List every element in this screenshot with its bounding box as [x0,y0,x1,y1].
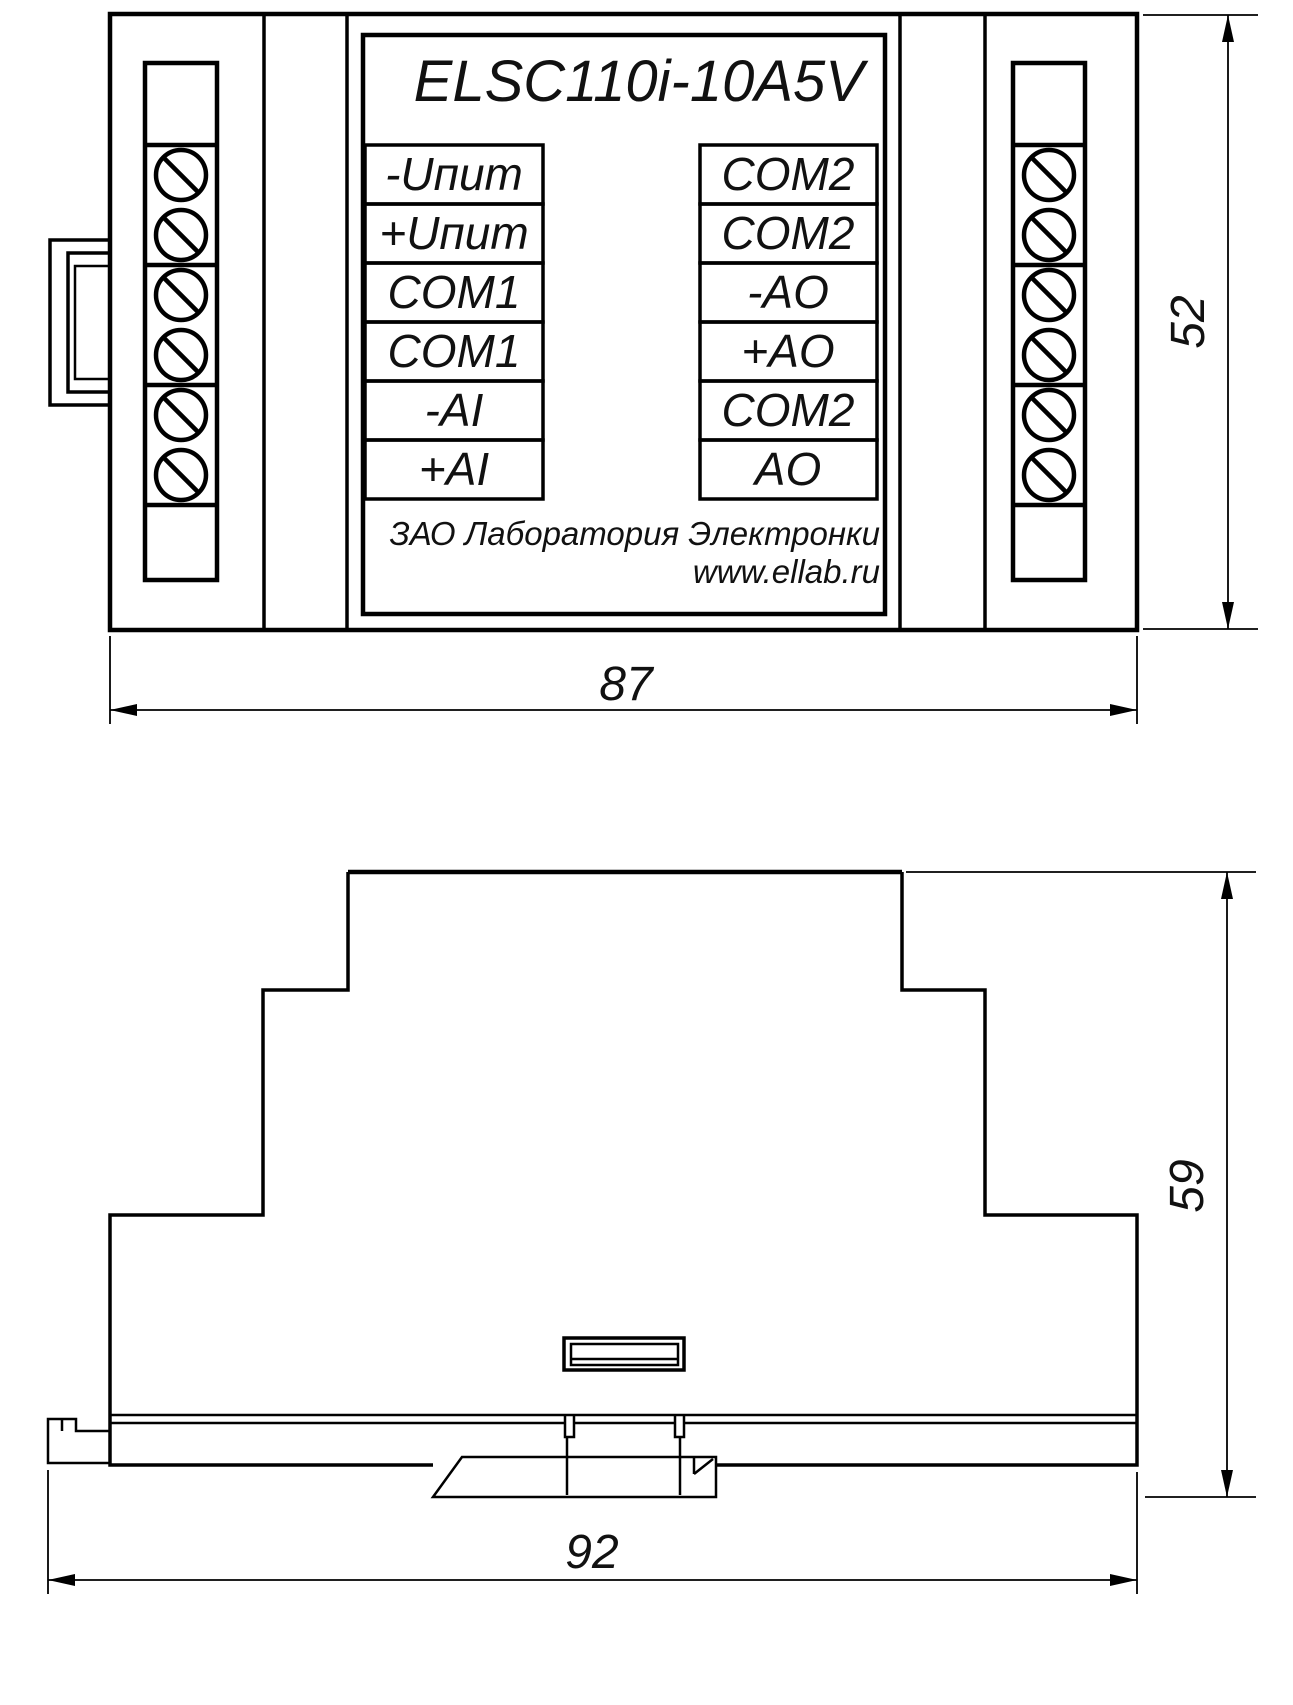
dimension-height-52: 52 [1143,14,1258,630]
terminal-label: -Uпит [385,148,523,200]
label-panel: ELSC110i-10A5V -Uпит +Uпит COM1 COM1 -AI… [360,32,888,617]
terminal-label: +Uпит [379,207,528,259]
dimension-height-59: 59 [906,871,1256,1498]
terminal-label: COM2 [722,207,855,259]
model-name: ELSC110i-10A5V [414,49,870,114]
base-section [46,1415,1139,1499]
screw-terminal-icon [153,147,209,503]
screw-terminal-icon [1021,147,1077,503]
website-url: www.ellab.ru [693,553,880,590]
front-view: ELSC110i-10A5V -Uпит +Uпит COM1 COM1 -AI… [48,11,1258,724]
marking-slot [562,1336,686,1372]
dimension-value: 87 [599,658,655,711]
case-outline [107,11,1140,633]
dimension-width-87: 87 [109,636,1138,724]
right-terminal-labels: COM2 COM2 -AO +AO COM2 AO [698,143,879,501]
left-terminal-labels: -Uпит +Uпит COM1 COM1 -AI +AI [363,143,545,501]
din-latch [430,1455,718,1499]
dimension-value: 59 [1161,1159,1214,1212]
terminal-label: +AO [741,325,834,377]
side-bracket [48,238,110,407]
terminal-label: +AI [419,443,490,495]
din-clip-hook [46,1417,110,1465]
side-view: 59 92 [46,869,1256,1594]
terminal-label: -AO [747,266,829,318]
terminal-label: -AI [425,384,484,436]
right-terminal-strip [1010,60,1088,583]
terminal-label: COM2 [722,148,855,200]
left-terminal-strip [142,60,220,583]
manufacturer-name: ЗАО Лаборатория Электронки [389,515,880,552]
terminal-label: COM2 [722,384,855,436]
dimension-value: 92 [565,1526,618,1579]
terminal-label: AO [752,443,821,495]
base-separation-line [110,1413,1137,1439]
dimension-value: 52 [1162,295,1215,348]
stepped-body [108,869,1139,1415]
terminal-label: COM1 [388,325,521,377]
dimension-width-92: 92 [47,1470,1138,1594]
terminal-label: COM1 [388,266,521,318]
